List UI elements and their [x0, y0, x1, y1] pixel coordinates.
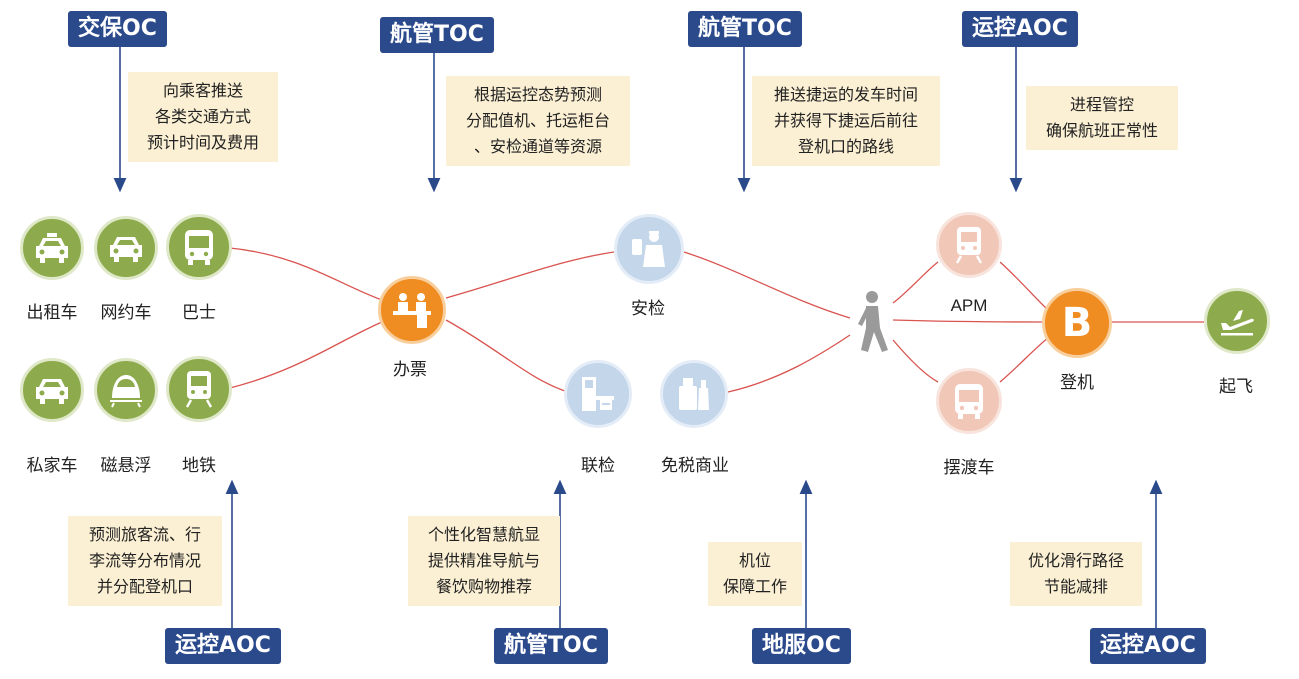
flow-line-walker-apm	[892, 261, 939, 304]
taxi-circle	[20, 216, 84, 280]
joint-inspection-circle	[564, 360, 632, 428]
flow-line-bus-ticketing	[229, 247, 383, 301]
note-bottom2-line3: 餐饮购物推荐	[435, 577, 532, 596]
metro-circle	[166, 356, 232, 422]
label-joint-inspection: 联检	[581, 456, 615, 476]
note-top2: 根据运控态势预测 分配值机、托运柜台 、安检通道等资源	[446, 76, 630, 166]
note-bottom1-line2: 李流等分布情况	[88, 551, 201, 570]
tag-bottom-yunkong-aoc-2: 运控AOC	[1090, 628, 1206, 664]
label-private-car: 私家车	[26, 456, 78, 476]
flow-line-ticketing-security	[445, 251, 615, 299]
label-apm: APM	[950, 296, 988, 315]
bus-icon	[185, 230, 213, 265]
flow-line-security-walker	[683, 251, 851, 319]
note-top1-line3: 预计时间及费用	[146, 133, 259, 152]
flow-path-group	[229, 247, 1204, 393]
boarding-circle: B	[1042, 288, 1112, 358]
security-check-icon	[632, 231, 665, 267]
note-top3-line2: 并获得下捷运后前往	[773, 111, 918, 130]
label-taxi: 出租车	[26, 303, 78, 323]
note-top1-line2: 各类交通方式	[154, 107, 251, 126]
note-bottom2: 个性化智慧航显 提供精准导航与 餐饮购物推荐	[408, 516, 560, 606]
note-bottom1-line1: 预测旅客流、行	[88, 525, 201, 544]
note-top1: 向乘客推送 各类交通方式 预计时间及费用	[128, 72, 278, 162]
taxi-icon	[36, 233, 68, 263]
takeoff-circle	[1204, 288, 1270, 354]
shuttle-bus-circle	[936, 368, 1002, 434]
private-car-circle	[20, 358, 84, 422]
note-bottom1-line3: 并分配登机口	[96, 577, 193, 596]
note-bottom3: 机位 保障工作	[708, 542, 802, 606]
note-bottom2-line2: 提供精准导航与	[427, 551, 540, 570]
note-top3-line1: 推送捷运的发车时间	[773, 85, 918, 104]
tag-bottom-yunkong-aoc-1: 运控AOC	[165, 628, 281, 664]
note-top4: 进程管控 确保航班正常性	[1026, 86, 1178, 150]
flow-line-shuttle-boarding	[999, 337, 1049, 383]
ticket-counter-icon	[393, 293, 431, 328]
label-shuttle-bus: 摆渡车	[943, 458, 995, 478]
security-circle	[614, 214, 684, 284]
passport-control-icon	[582, 377, 614, 411]
label-metro: 地铁	[182, 456, 216, 476]
note-top2-line2: 分配值机、托运柜台	[465, 111, 610, 130]
label-ride-hailing: 网约车	[100, 303, 152, 323]
label-bus: 巴士	[182, 303, 216, 323]
note-top3-line3: 登机口的路线	[797, 137, 894, 156]
apm-circle	[936, 212, 1002, 278]
note-top1-line1: 向乘客推送	[162, 81, 243, 100]
tag-top-yunkong-aoc: 运控AOC	[962, 11, 1078, 47]
ticketing-circle	[378, 276, 446, 344]
arrow-group	[113, 46, 1163, 628]
bus-circle	[166, 214, 232, 280]
tag-top-hangguan-toc-2: 航管TOC	[688, 11, 802, 47]
flow-line-apm-boarding	[999, 261, 1049, 311]
duty-free-circle	[660, 360, 728, 428]
note-top4-line2: 确保航班正常性	[1045, 121, 1158, 140]
label-maglev: 磁悬浮	[100, 456, 152, 476]
note-top4-line1: 进程管控	[1069, 95, 1134, 114]
label-duty-free: 免税商业	[661, 456, 729, 476]
label-boarding: 登机	[1060, 373, 1094, 393]
shuttle-bus-icon	[955, 384, 983, 419]
note-bottom2-line1: 个性化智慧航显	[427, 525, 540, 544]
label-ticketing: 办票	[393, 360, 427, 380]
label-takeoff: 起飞	[1219, 377, 1253, 397]
note-bottom4-line1: 优化滑行路径	[1027, 551, 1124, 570]
note-bottom4-line2: 节能减排	[1043, 577, 1108, 596]
note-bottom3-line1: 机位	[738, 551, 771, 570]
maglev-circle	[94, 358, 158, 422]
tag-bottom-hangguan-toc: 航管TOC	[494, 628, 608, 664]
note-bottom3-line2: 保障工作	[722, 577, 787, 596]
flow-line-metro-ticketing	[229, 321, 383, 389]
label-security: 安检	[631, 299, 665, 319]
walking-person-icon	[858, 291, 888, 352]
note-bottom4: 优化滑行路径 节能减排	[1010, 542, 1142, 606]
metro-train-icon	[185, 371, 213, 408]
boarding-gate-b-icon: B	[1061, 300, 1093, 346]
tag-bottom-difu-oc: 地服OC	[752, 628, 851, 664]
airplane-takeoff-icon	[1221, 310, 1254, 336]
apm-train-icon	[955, 227, 983, 264]
note-top2-line1: 根据运控态势预测	[473, 85, 602, 104]
ride-hailing-circle	[94, 216, 158, 280]
note-top3: 推送捷运的发车时间 并获得下捷运后前往 登机口的路线	[752, 76, 940, 166]
car-icon	[110, 237, 142, 262]
tag-top-hangguan-toc-1: 航管TOC	[380, 17, 494, 53]
tag-top-jiaobao-oc: 交保OC	[68, 11, 167, 47]
shopping-bottles-icon	[679, 378, 709, 410]
flow-line-dutyfree-walker	[727, 334, 851, 393]
flow-line-walker-shuttle	[892, 339, 939, 383]
car-icon	[36, 379, 68, 404]
note-bottom1: 预测旅客流、行 李流等分布情况 并分配登机口	[68, 516, 222, 606]
note-top2-line3: 、安检通道等资源	[473, 137, 602, 156]
flow-line-walker-boarding	[892, 319, 1043, 323]
maglev-train-icon	[110, 375, 142, 408]
flow-line-ticketing-joint	[445, 319, 569, 393]
